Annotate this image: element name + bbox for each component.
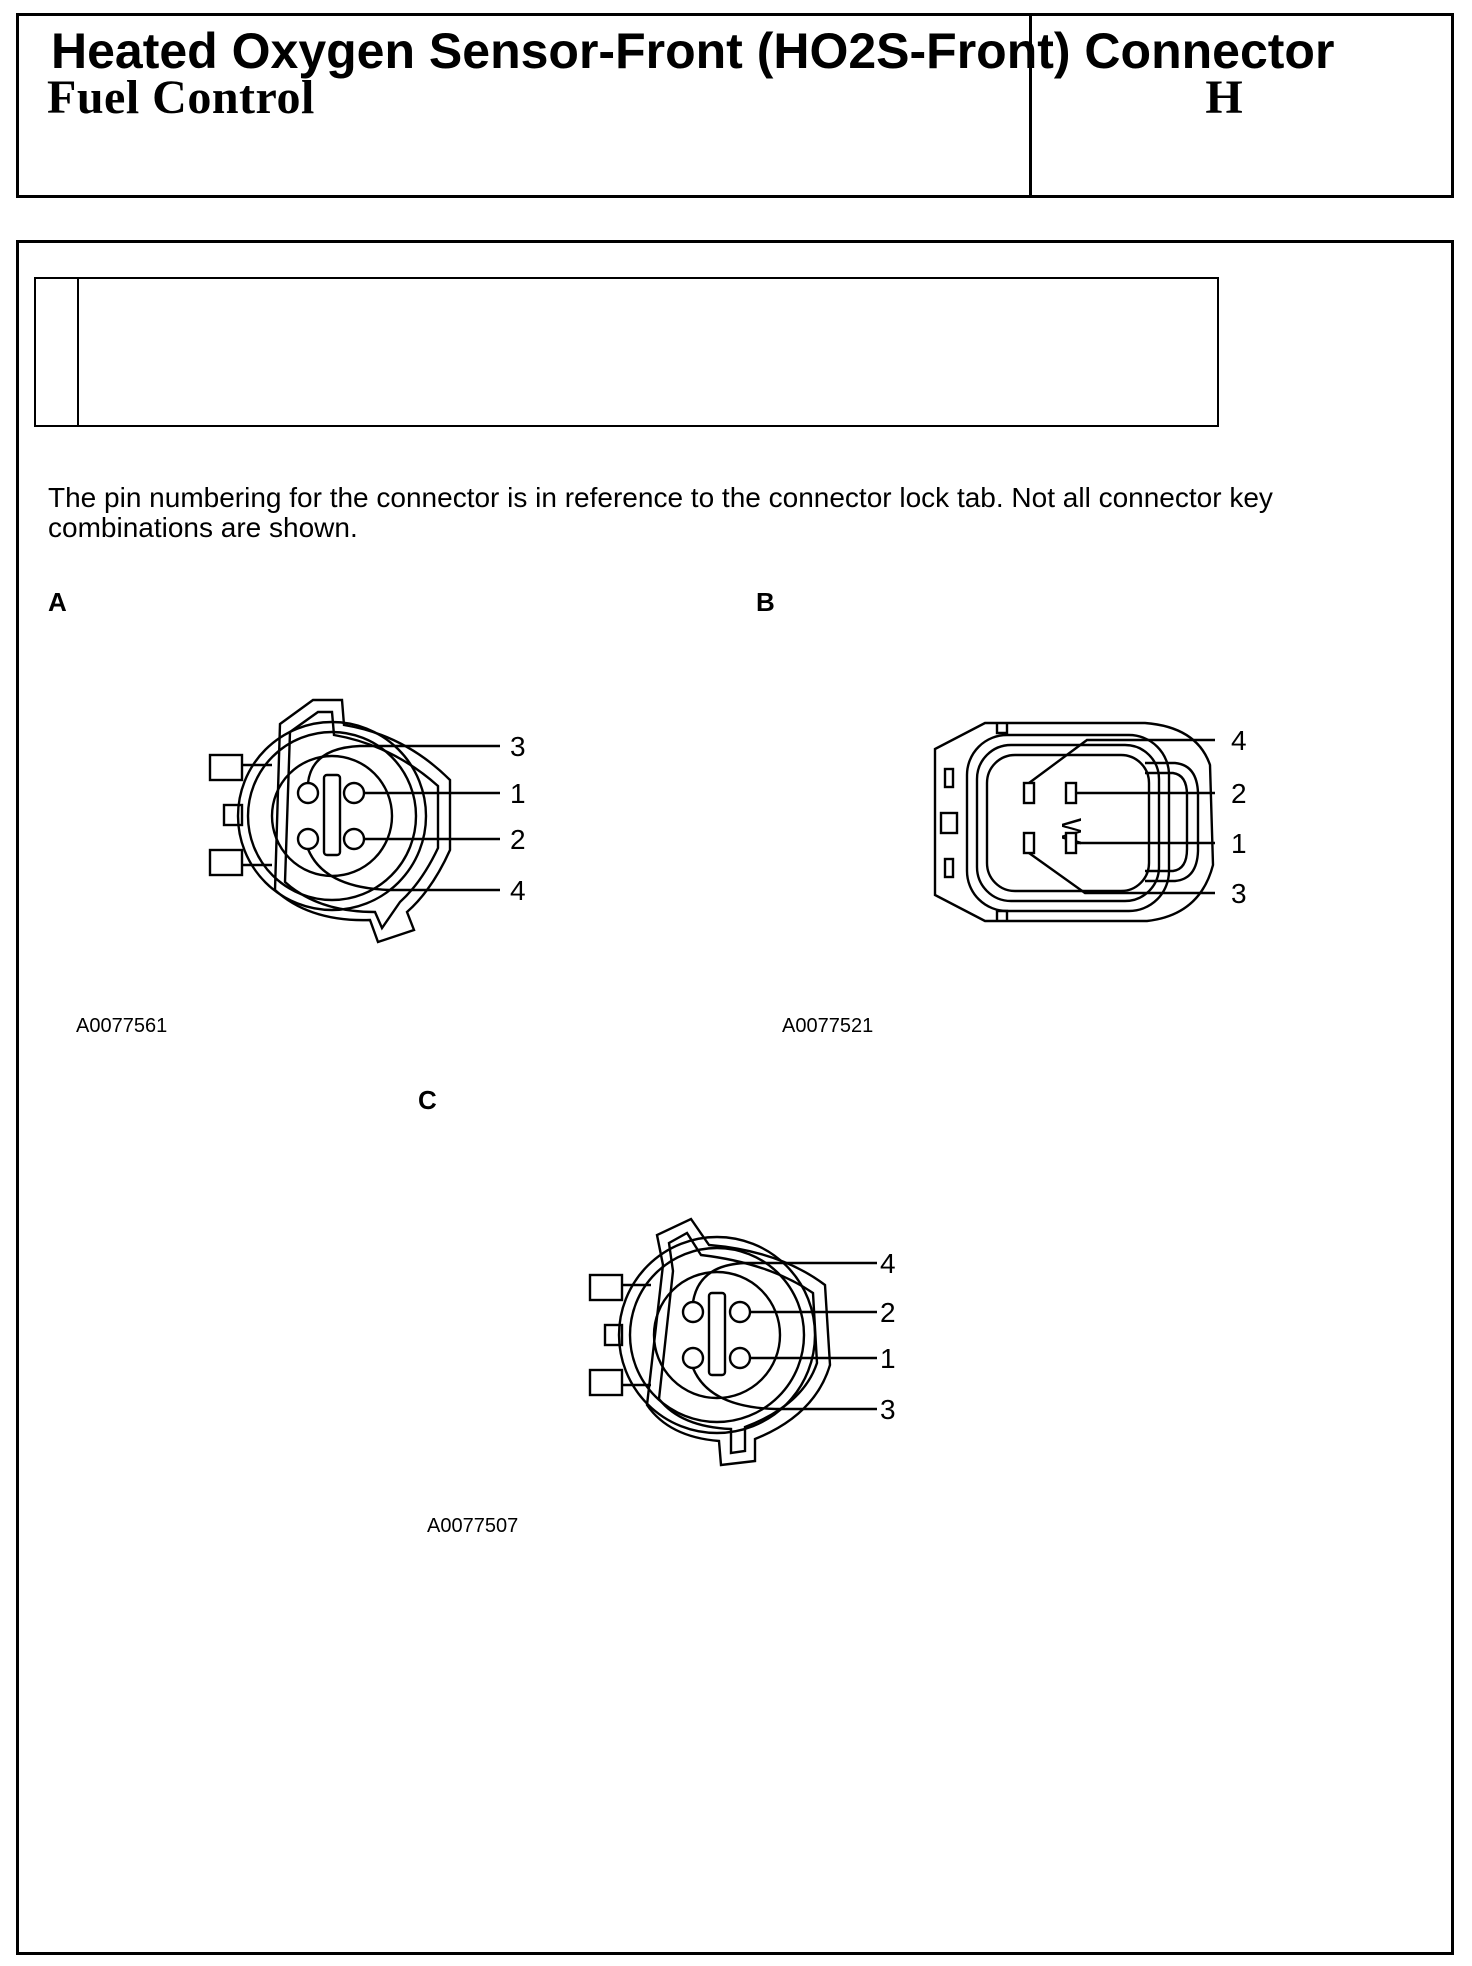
connector-a-pin-label-4: 4	[510, 875, 526, 906]
panel-label-c: C	[418, 1085, 437, 1115]
header-divider	[1029, 16, 1032, 195]
connector-c-pin-2	[728, 1300, 752, 1324]
connector-c-pin-1	[728, 1346, 752, 1370]
connector-b-pin-4	[1022, 781, 1036, 805]
connector-a-leader-lines	[306, 744, 500, 892]
connector-a-housing	[208, 698, 452, 944]
connector-c-pin-label-4: 4	[880, 1248, 896, 1279]
connector-b-pin-1	[1064, 831, 1078, 855]
figure-id-b: A0077521	[782, 1015, 874, 1037]
connector-a-pin-2	[342, 827, 366, 851]
connector-b-pin-3	[1022, 831, 1036, 855]
header-section-letter: H	[1205, 71, 1243, 124]
connector-c-pin-label-3: 3	[880, 1394, 896, 1425]
figure-id-c: A0077507	[427, 1515, 519, 1537]
connector-b-pin-label-3: 3	[1231, 878, 1247, 909]
connector-a-pin-3	[296, 781, 320, 805]
page-title-box	[34, 277, 1219, 427]
connector-c-pin-4	[681, 1300, 705, 1324]
connector-a-pin-1	[342, 781, 366, 805]
connector-b-pin-label-1: 1	[1231, 828, 1247, 859]
connector-a-pin-label-2: 2	[510, 824, 526, 855]
figure-id-a: A0077561	[76, 1015, 168, 1037]
connector-a-pin-label-3: 3	[510, 731, 526, 762]
connector-diagram-c: 4 2 1 3	[588, 1217, 896, 1467]
connector-diagram-b: W 4 2 1 3	[933, 721, 1247, 923]
header-title: Fuel Control	[47, 71, 315, 124]
connector-c-pin-3	[681, 1346, 705, 1370]
panel-label-a: A	[48, 587, 67, 617]
connector-a-pin-4	[296, 827, 320, 851]
connector-c-pin-label-2: 2	[880, 1297, 896, 1328]
connector-b-leader-lines	[1028, 738, 1215, 895]
page-title: Heated Oxygen Sensor-Front (HO2S-Front) …	[51, 23, 1335, 79]
connector-a-pin-label-1: 1	[510, 778, 526, 809]
connector-diagram-a: 3 1 2 4	[208, 698, 526, 944]
panel-label-b: B	[756, 587, 775, 617]
connector-b-pin-2	[1064, 781, 1078, 805]
connector-c-leader-lines	[691, 1261, 877, 1411]
header-box	[16, 13, 1454, 198]
connector-b-pin-label-2: 2	[1231, 778, 1247, 809]
page-title-rule	[77, 279, 79, 425]
content-frame	[16, 240, 1454, 1955]
connector-c-housing	[588, 1217, 832, 1467]
intro-paragraph: The pin numbering for the connector is i…	[48, 482, 1273, 543]
connector-b-pin-label-4: 4	[1231, 725, 1247, 756]
connector-c-pin-label-1: 1	[880, 1343, 896, 1374]
